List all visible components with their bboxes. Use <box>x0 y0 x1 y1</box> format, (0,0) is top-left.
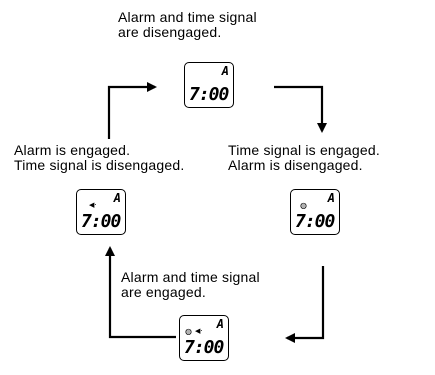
caption-signal-on-alarm-off: Time signal is engaged. Alarm is disenga… <box>228 143 380 173</box>
caption-alarm-and-signal-off: Alarm and time signal are disengaged. <box>118 10 257 40</box>
arrow-top-to-right <box>274 85 327 133</box>
am-indicator: A <box>221 64 229 78</box>
am-indicator: A <box>216 317 224 331</box>
bell-icon: ◍ <box>300 201 307 210</box>
caption-line: Alarm is engaged. <box>14 142 131 158</box>
caption-line: Alarm and time signal <box>121 269 260 285</box>
bell-icon: ◍ <box>185 327 192 336</box>
arrow-left-to-top <box>107 82 157 139</box>
caption-line: are engaged. <box>121 284 206 300</box>
speaker-icon: ◀⋅ <box>89 202 97 209</box>
caption-line: Alarm and time signal <box>118 9 257 25</box>
speaker-icon: ◀⋅ <box>195 328 203 335</box>
caption-line: are disengaged. <box>118 24 222 40</box>
watch-display-left: ◀⋅ A 7:00 <box>76 189 126 235</box>
caption-line: Time signal is disengaged. <box>14 157 185 173</box>
time-readout: 7:00 <box>295 211 335 232</box>
time-readout: 7:00 <box>81 211 121 232</box>
caption-line: Alarm is disengaged. <box>228 157 363 173</box>
watch-display-bottom: ◍ ◀⋅ A 7:00 <box>179 315 229 361</box>
arrow-right-to-bottom <box>285 266 325 343</box>
caption-alarm-and-signal-on: Alarm and time signal are engaged. <box>121 270 260 300</box>
time-readout: 7:00 <box>184 337 224 358</box>
am-indicator: A <box>327 191 335 205</box>
caption-alarm-on-signal-off: Alarm is engaged. Time signal is disenga… <box>14 143 184 173</box>
time-readout: 7:00 <box>189 84 229 105</box>
am-indicator: A <box>113 191 121 205</box>
watch-display-right: ◍ A 7:00 <box>290 189 340 235</box>
arrow-bottom-to-left <box>105 246 176 339</box>
watch-display-top: A 7:00 <box>184 62 234 108</box>
caption-line: Time signal is engaged. <box>228 142 380 158</box>
